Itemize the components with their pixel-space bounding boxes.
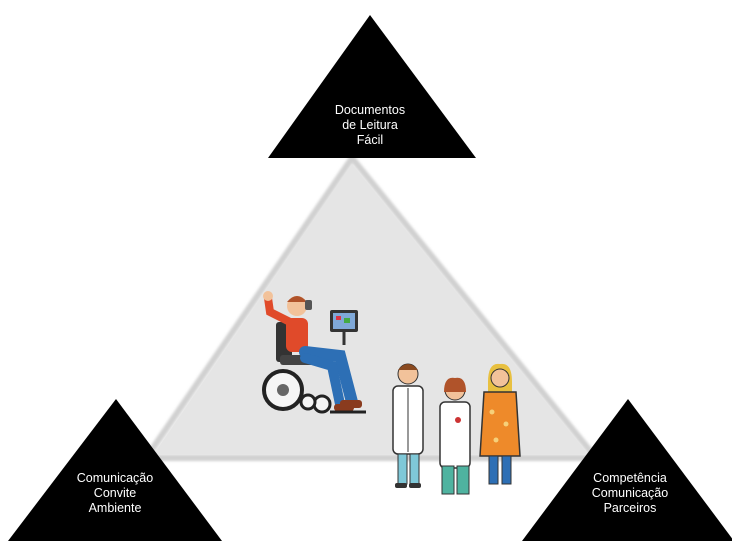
three-people-group-icon bbox=[392, 363, 521, 495]
left-triangle-label: Comunicação Convite Ambiente bbox=[55, 471, 175, 516]
woman-in-white-coat-figure bbox=[439, 377, 471, 495]
left-label-line-1: Comunicação bbox=[76, 471, 154, 485]
top-label-line-3: Fácil bbox=[356, 133, 384, 147]
right-triangle bbox=[522, 399, 732, 541]
top-triangle-label: Documentos de Leitura Fácil bbox=[300, 103, 440, 148]
right-label-line-3: Parceiros bbox=[603, 501, 657, 515]
left-triangle bbox=[8, 399, 222, 541]
left-label-line-3: Ambiente bbox=[88, 501, 142, 515]
top-label-line-1: Documentos bbox=[334, 103, 406, 117]
person-in-wheelchair-with-communication-device-icon bbox=[262, 291, 366, 414]
top-triangle bbox=[268, 15, 476, 158]
right-label-line-1: Competência bbox=[593, 471, 667, 485]
right-triangle-label: Competência Comunicação Parceiros bbox=[570, 471, 690, 516]
right-label-line-2: Comunicação bbox=[591, 486, 669, 500]
man-in-white-coat-figure bbox=[392, 363, 424, 488]
left-label-line-2: Convite bbox=[93, 486, 137, 500]
top-label-line-2: de Leitura bbox=[342, 118, 398, 132]
woman-in-orange-dress-figure bbox=[479, 363, 521, 485]
